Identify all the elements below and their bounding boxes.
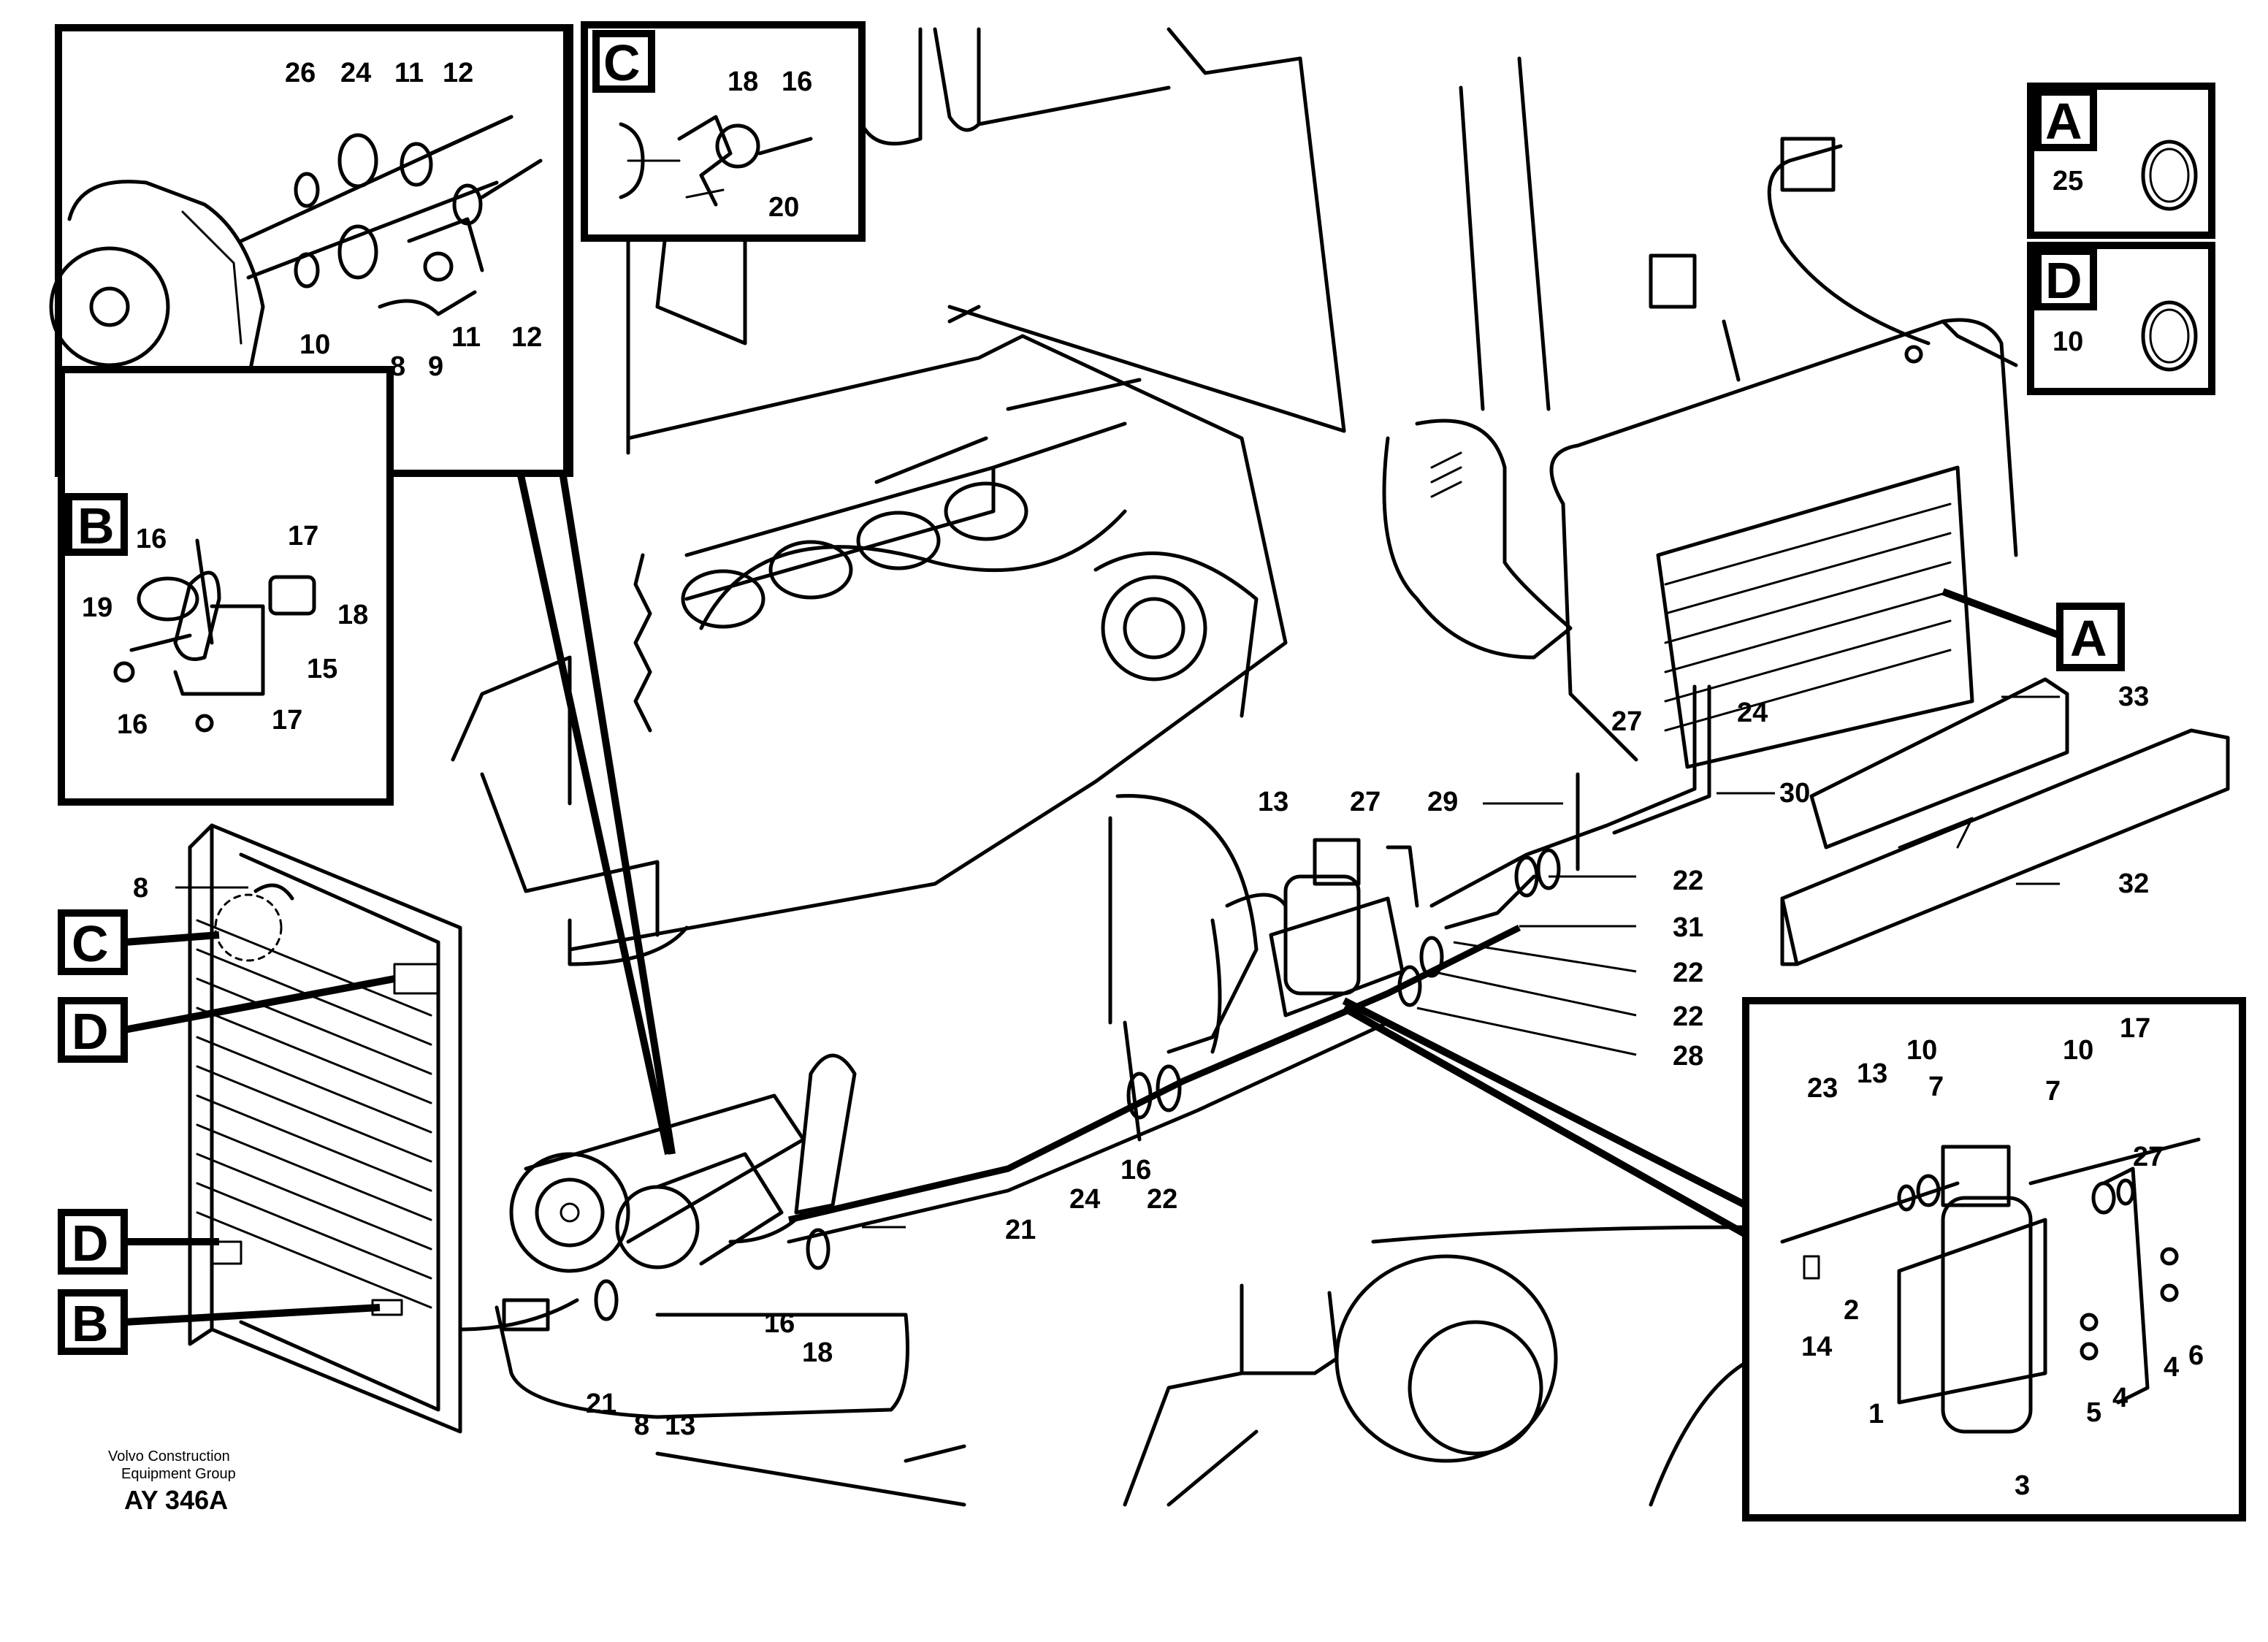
part-label-19: 19 <box>82 592 112 623</box>
part-label-5: 5 <box>2086 1397 2101 1428</box>
part-label-13-inset: 13 <box>1857 1058 1887 1089</box>
part-label-22-c: 22 <box>1673 1001 1703 1032</box>
part-label-18-low: 18 <box>802 1337 833 1368</box>
part-label-7-inset-a: 7 <box>1928 1072 1944 1102</box>
part-label-33: 33 <box>2118 681 2149 712</box>
part-label-21-right: 21 <box>1005 1215 1036 1245</box>
part-label-17-inset: 17 <box>2120 1013 2150 1044</box>
part-label-30: 30 <box>1779 778 1810 809</box>
part-label-22-b: 22 <box>1673 958 1703 988</box>
detail-letter-a-inset: A <box>2045 93 2082 150</box>
part-label-9: 9 <box>428 351 443 382</box>
part-label-8-low: 8 <box>634 1410 649 1441</box>
part-label-21-low: 21 <box>586 1389 616 1419</box>
part-label-23: 23 <box>1807 1073 1838 1104</box>
part-label-22-bottom: 22 <box>1147 1184 1177 1215</box>
compressor <box>615 1152 806 1269</box>
mounting-brackets <box>1780 677 2230 966</box>
detail-letter-a-callout: A <box>2070 610 2107 667</box>
part-label-26: 26 <box>285 58 316 88</box>
part-label-16-b2: 16 <box>117 709 148 740</box>
company-line-1: Volvo Construction <box>108 1448 230 1465</box>
part-label-2: 2 <box>1844 1295 1859 1326</box>
part-label-22-a: 22 <box>1673 866 1703 896</box>
part-label-6: 6 <box>2188 1340 2204 1371</box>
part-label-32: 32 <box>2118 868 2149 899</box>
detail-letter-d-inset: D <box>2045 252 2082 309</box>
drawing-footer: Volvo Construction Equipment Group AY 34… <box>108 1448 236 1515</box>
part-label-8-main: 8 <box>133 873 148 904</box>
part-label-25: 25 <box>2053 166 2083 196</box>
part-label-18-b: 18 <box>337 600 368 630</box>
detail-letter-c-callout: C <box>72 915 109 972</box>
part-label-12b: 12 <box>511 322 542 353</box>
part-label-16-b: 16 <box>136 524 167 554</box>
part-label-4-b: 4 <box>2112 1383 2128 1413</box>
detail-letter-b-inset: B <box>77 497 115 554</box>
evaporator-unit <box>1382 137 2018 908</box>
drawing-code: AY 346A <box>124 1485 228 1515</box>
part-label-24-right: 24 <box>1737 698 1768 728</box>
part-label-4-a: 4 <box>2164 1352 2179 1383</box>
part-label-14: 14 <box>1801 1332 1832 1362</box>
part-label-29: 29 <box>1427 787 1458 817</box>
part-label-12: 12 <box>443 58 473 88</box>
receiver-drier <box>1269 838 1405 1017</box>
part-label-13-low: 13 <box>665 1410 695 1441</box>
part-label-8: 8 <box>390 351 405 382</box>
part-label-11b: 11 <box>451 322 481 353</box>
part-label-3: 3 <box>2015 1470 2030 1501</box>
cab-structure <box>626 27 1551 484</box>
part-label-13-top: 13 <box>1258 787 1288 817</box>
cable-ties <box>502 848 1561 1332</box>
part-label-24: 24 <box>340 58 371 88</box>
part-label-28: 28 <box>1673 1041 1703 1072</box>
part-label-10: 10 <box>299 329 330 360</box>
part-label-17-b: 17 <box>288 521 318 551</box>
engine-block <box>451 334 1755 1507</box>
part-label-27-top: 27 <box>1350 787 1381 817</box>
part-label-7-inset-b: 7 <box>2045 1076 2061 1107</box>
inset-receiver-drier-detail <box>1742 997 2246 1521</box>
detail-letter-d-callout-lower: D <box>72 1215 109 1272</box>
part-label-24-bottom: 24 <box>1069 1184 1100 1215</box>
detail-letter-boxes: C B A D A C D D B <box>58 30 2125 1355</box>
part-label-16-bottom: 16 <box>1120 1155 1151 1185</box>
part-labels: 26 24 11 12 10 8 9 11 12 18 16 20 16 17 … <box>82 58 2204 1501</box>
detail-letter-d-callout: D <box>72 1003 109 1060</box>
part-label-10-inset-a: 10 <box>1906 1035 1937 1066</box>
detail-letter-c-top: C <box>603 34 641 91</box>
part-label-18: 18 <box>728 66 758 97</box>
detail-letter-b-callout: B <box>72 1295 109 1352</box>
refrigerant-hoses <box>787 772 1580 1244</box>
leader-lines <box>123 31 2061 1326</box>
part-label-27-inset: 27 <box>2133 1142 2164 1172</box>
part-label-15: 15 <box>307 654 337 684</box>
inset-b-detail <box>58 366 394 806</box>
part-label-16-low: 16 <box>764 1308 795 1339</box>
part-label-10-inset-b: 10 <box>2063 1035 2093 1066</box>
part-label-11: 11 <box>394 58 424 88</box>
part-label-17-b2: 17 <box>272 705 302 736</box>
part-label-27-right: 27 <box>1611 706 1642 737</box>
part-label-20: 20 <box>768 192 799 223</box>
part-label-16: 16 <box>782 66 812 97</box>
inset-c-detail <box>581 21 866 242</box>
part-label-31: 31 <box>1673 912 1703 943</box>
part-label-10-d: 10 <box>2053 327 2083 357</box>
company-line-2: Equipment Group <box>121 1466 236 1482</box>
part-label-1: 1 <box>1868 1399 1884 1429</box>
condenser <box>188 823 579 1434</box>
